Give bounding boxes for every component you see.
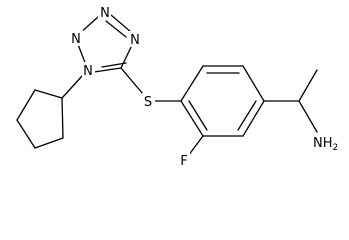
atom-label: N <box>130 33 140 48</box>
bond-aryl-fluorine <box>187 135 204 157</box>
bond <box>93 67 122 73</box>
bond <box>34 137 64 149</box>
atom-sulfur: S <box>142 93 155 110</box>
bond <box>105 20 127 38</box>
bond-c5-sulfur <box>120 67 144 95</box>
bond <box>242 100 265 137</box>
molecule-drawing: N N N N S F NH2 <box>16 4 347 169</box>
atom-n4: N <box>129 31 142 48</box>
atom-label: N <box>71 32 81 47</box>
atom-fluorine: F <box>178 152 190 169</box>
atom-label: NH2 <box>313 136 338 153</box>
atom-label: N <box>83 64 93 79</box>
cyclopentyl-ring <box>16 89 64 149</box>
bond <box>180 100 204 137</box>
atom-label: N <box>100 6 110 21</box>
atom-n1: N <box>82 62 95 79</box>
bond <box>188 100 208 131</box>
bond <box>34 89 63 99</box>
bond-ch-amine <box>298 100 318 133</box>
bond <box>16 119 36 149</box>
bond <box>180 65 204 102</box>
atom-amine: NH2 <box>311 134 347 153</box>
atom-n2: N <box>70 30 83 47</box>
bond <box>61 97 64 139</box>
bond-cyclopentyl-n1 <box>61 74 84 99</box>
bond-ch-methyl <box>298 69 318 102</box>
bond <box>101 62 127 68</box>
atom-label: S <box>144 95 152 110</box>
bond <box>242 65 265 102</box>
bond <box>237 100 257 131</box>
atom-label: F <box>180 154 187 169</box>
atom-n3: N <box>98 4 111 21</box>
structure-canvas: N N N N S F NH2 <box>16 4 347 169</box>
benzene-ring <box>180 65 265 137</box>
bond <box>16 89 36 121</box>
bond <box>110 14 132 33</box>
